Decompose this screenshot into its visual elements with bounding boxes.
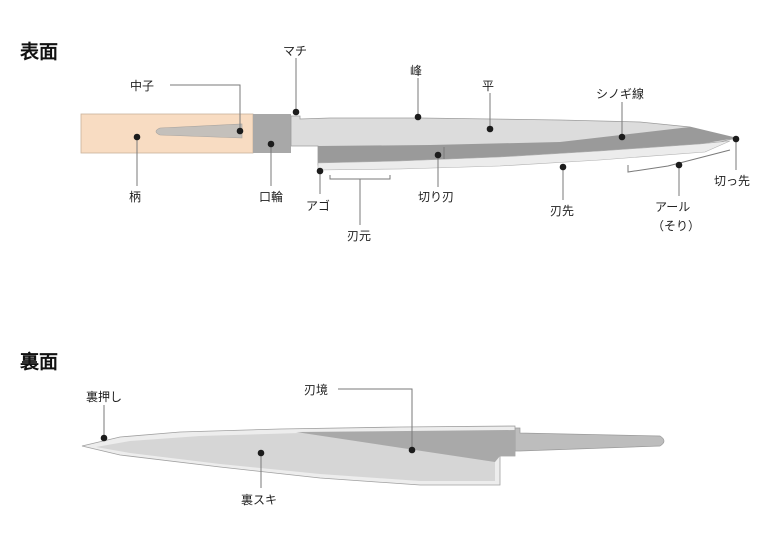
- hira-dot: [486, 125, 494, 133]
- aru-dot: [675, 161, 683, 169]
- label-kiriba: 切り刃: [418, 190, 454, 204]
- tang: [155, 123, 243, 139]
- label-sori: （そり）: [652, 219, 700, 233]
- back-dots: [100, 434, 416, 457]
- label-hamoto: 刃元: [347, 229, 371, 243]
- label-uraoshi: 裏押し: [86, 389, 122, 404]
- label-urasuki: 裏スキ: [241, 492, 277, 507]
- label-hasaki: 刃先: [550, 204, 574, 218]
- shinogi-dot: [618, 133, 626, 141]
- label-machi: マチ: [283, 44, 307, 58]
- back-leaders: [103, 388, 413, 488]
- label-kuchiwa: 口輪: [259, 189, 283, 204]
- front-title: 表面: [20, 40, 58, 63]
- label-e: 柄: [129, 190, 141, 204]
- kiriba-dot: [434, 151, 442, 159]
- uraoshi-dot: [100, 434, 108, 442]
- kissaki-dot: [732, 135, 740, 143]
- urasuki-dot: [257, 449, 265, 457]
- label-kissaki: 切っ先: [714, 174, 750, 188]
- back-tang: [514, 427, 665, 452]
- label-ago: アゴ: [306, 198, 330, 213]
- hazakai-dot: [408, 446, 416, 454]
- edge-strip: [317, 140, 731, 171]
- label-mine: 峰: [410, 64, 422, 78]
- bevel: [318, 127, 736, 163]
- nakago-dot: [236, 127, 244, 135]
- back-wedge: [296, 430, 515, 462]
- ferrule: [253, 114, 291, 153]
- label-nakago: 中子: [130, 78, 154, 93]
- label-hazakai: 刃境: [304, 382, 328, 397]
- back-title: 裏面: [19, 350, 58, 373]
- machi-dot: [292, 108, 300, 116]
- mine-dot: [414, 113, 422, 121]
- label-shinogi: シノギ線: [596, 86, 644, 101]
- front-dots: [133, 108, 740, 175]
- back-knife: [81, 425, 665, 486]
- ago-dot: [316, 167, 324, 175]
- front-knife: [80, 113, 737, 171]
- e-dot: [133, 133, 141, 141]
- label-hira: 平: [482, 79, 494, 93]
- kuchiwa-dot: [267, 140, 275, 148]
- front-leaders: [136, 58, 737, 225]
- label-aru: アール: [655, 200, 690, 214]
- hasaki-dot: [559, 163, 567, 171]
